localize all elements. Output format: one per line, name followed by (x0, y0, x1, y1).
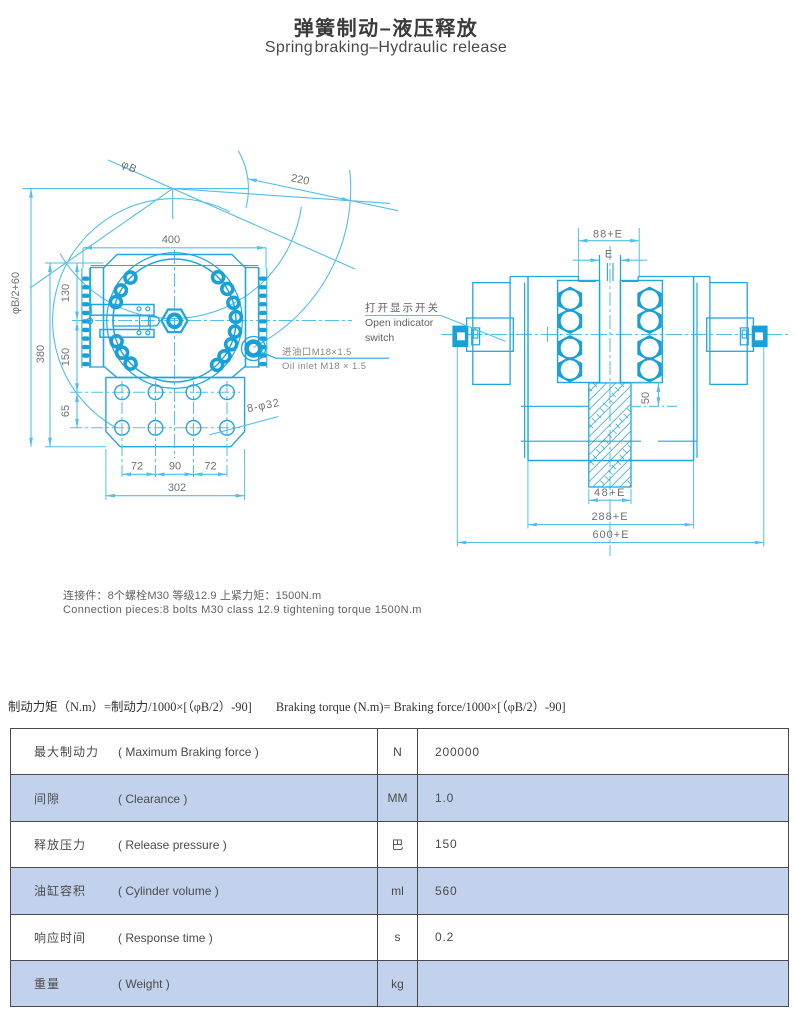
svg-text:72: 72 (204, 461, 216, 473)
svg-text:φB/2+60: φB/2+60 (10, 272, 22, 314)
svg-text:88+E: 88+E (593, 229, 623, 241)
svg-text:Oil inlet M18 × 1.5: Oil inlet M18 × 1.5 (282, 361, 366, 372)
svg-text:302: 302 (168, 482, 186, 494)
svg-text:8-φ32: 8-φ32 (246, 397, 281, 415)
svg-text:50: 50 (640, 392, 652, 404)
svg-text:打开显示开关: 打开显示开关 (365, 301, 440, 314)
svg-text:φB: φB (119, 158, 139, 176)
svg-text:switch: switch (365, 332, 394, 344)
svg-text:288+E: 288+E (591, 511, 628, 523)
svg-text:65: 65 (60, 405, 72, 417)
svg-text:400: 400 (162, 234, 180, 246)
svg-text:130: 130 (60, 284, 72, 302)
svg-text:380: 380 (35, 345, 47, 363)
svg-text:150: 150 (60, 348, 72, 366)
svg-text:220: 220 (290, 172, 310, 188)
svg-text:72: 72 (131, 461, 143, 473)
svg-text:进油口M18×1.5: 进油口M18×1.5 (282, 346, 352, 358)
svg-text:Open indicator: Open indicator (365, 317, 434, 329)
svg-text:E: E (605, 248, 612, 260)
svg-text:600+E: 600+E (592, 529, 629, 541)
svg-text:48+E: 48+E (594, 487, 626, 499)
svg-text:90: 90 (169, 461, 181, 473)
